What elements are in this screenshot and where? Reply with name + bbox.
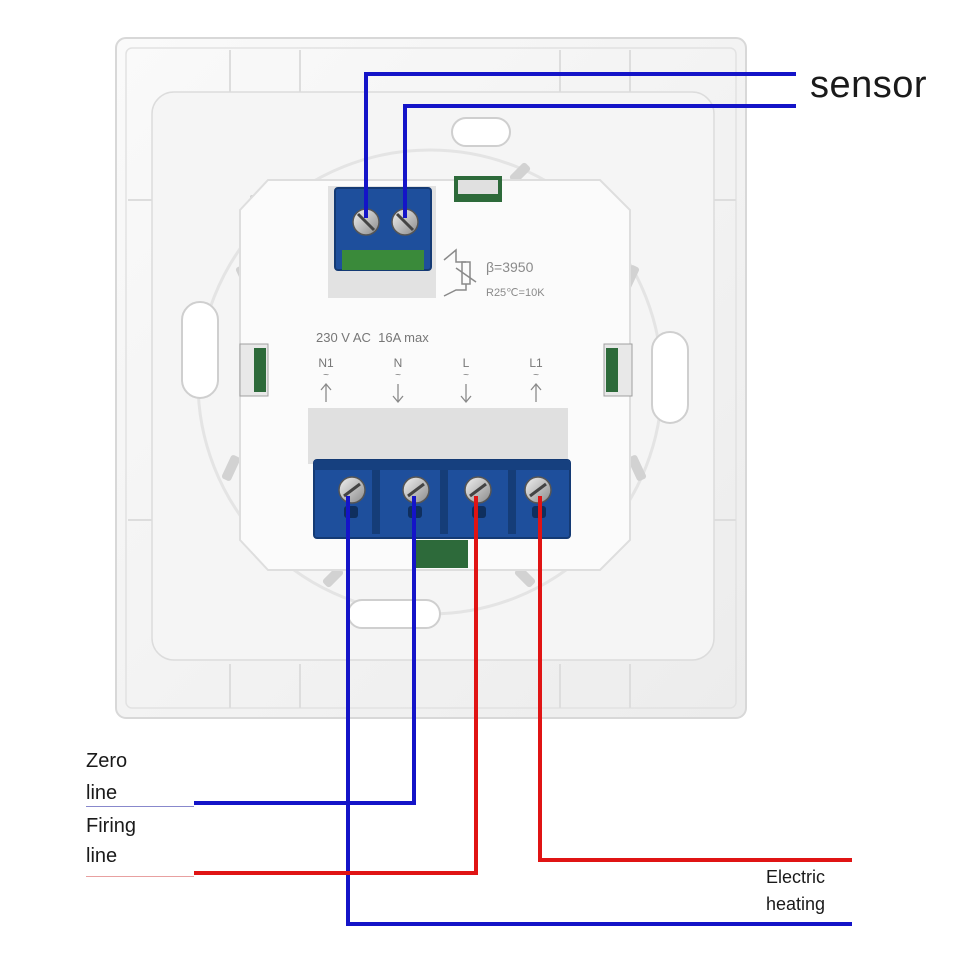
sensor-r25-label: R25℃=10K <box>486 287 545 299</box>
main-terminal-block <box>308 408 571 539</box>
zero-line-label-1: Zero <box>86 750 128 772</box>
electric-heating-label-1: Electric <box>766 867 826 887</box>
tilde-n1: ~ <box>323 370 329 381</box>
firing-line-underline <box>86 876 194 877</box>
tilde-l: ~ <box>463 370 469 381</box>
zero-line-label-2: line <box>86 782 118 804</box>
l-wire <box>194 496 478 875</box>
terminal-label-l1: L1 <box>529 356 543 370</box>
sensor-beta-label: β=3950 <box>486 259 534 275</box>
electric-heating-label-2: heating <box>766 894 826 914</box>
firing-line-label-1: Firing <box>86 815 137 837</box>
n1-wire <box>346 496 852 926</box>
sensor-terminal-block <box>328 186 436 298</box>
zero-line-underline <box>86 806 194 807</box>
terminal-label-n1: N1 <box>318 356 334 370</box>
terminal-label-n: N <box>394 356 403 370</box>
tilde-l1: ~ <box>533 370 539 381</box>
terminal-labels: N1 N L L1 ~ ~ ~ ~ <box>318 356 543 381</box>
n-wire <box>194 496 416 805</box>
wires <box>194 72 852 926</box>
rating-label: 230 V AC 16A max <box>316 330 429 345</box>
l1-wire <box>538 496 852 862</box>
sensor-wire-2 <box>403 104 796 218</box>
terminal-arrows <box>320 382 542 404</box>
sensor-wire-1 <box>364 72 796 218</box>
tilde-n: ~ <box>395 370 401 381</box>
sensor-label: sensor <box>810 64 928 106</box>
ntc-symbol <box>443 248 477 297</box>
firing-line-label-2: line <box>86 845 118 867</box>
side-latches <box>239 176 633 568</box>
terminal-label-l: L <box>463 356 470 370</box>
